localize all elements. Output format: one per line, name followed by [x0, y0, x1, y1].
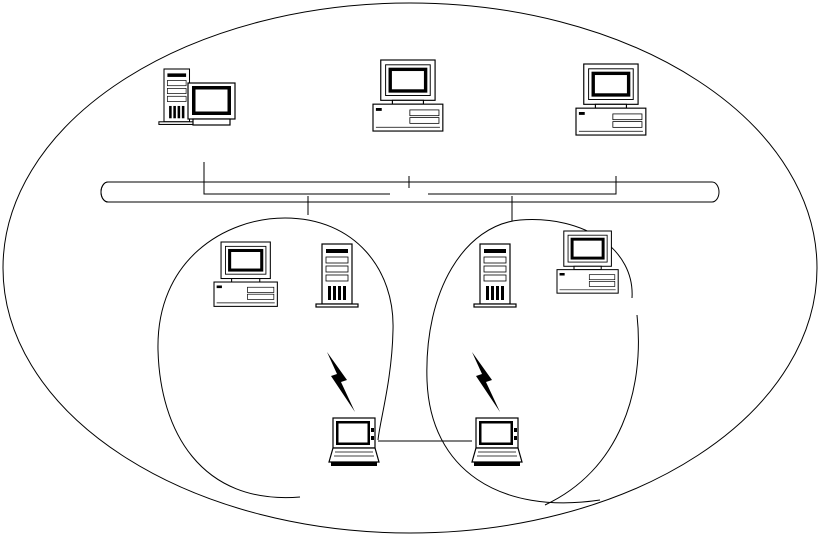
right-cell-boundary-tail	[545, 315, 638, 505]
monitor-icon	[188, 83, 235, 125]
desktop-top-right	[576, 64, 646, 135]
backbone-cable	[101, 182, 719, 202]
laptop-right	[472, 418, 522, 466]
desktop-computer-icon	[576, 64, 646, 135]
tower-cell-right	[474, 244, 516, 307]
lightning-bolt-icon	[327, 352, 355, 412]
desktop-computer-icon	[214, 242, 277, 306]
tower-server-icon	[474, 244, 516, 307]
server-top-left	[159, 69, 235, 125]
laptop-icon	[472, 418, 522, 466]
tower-cell-left	[316, 244, 358, 307]
laptop-left	[329, 418, 379, 466]
desktop-top-center	[373, 60, 443, 131]
tower-server-icon	[316, 244, 358, 307]
desktop-computer-icon	[373, 60, 443, 131]
lightning-bolt-icon	[472, 352, 500, 412]
wireless-right	[472, 352, 500, 412]
desktop-computer-icon	[557, 231, 618, 293]
desktop-cell-left	[214, 242, 277, 306]
desktop-cell-right	[557, 231, 618, 293]
link-desktop-top-right	[428, 176, 616, 194]
wireless-left	[327, 352, 355, 412]
laptop-icon	[329, 418, 379, 466]
link-server-top-left	[204, 162, 390, 194]
